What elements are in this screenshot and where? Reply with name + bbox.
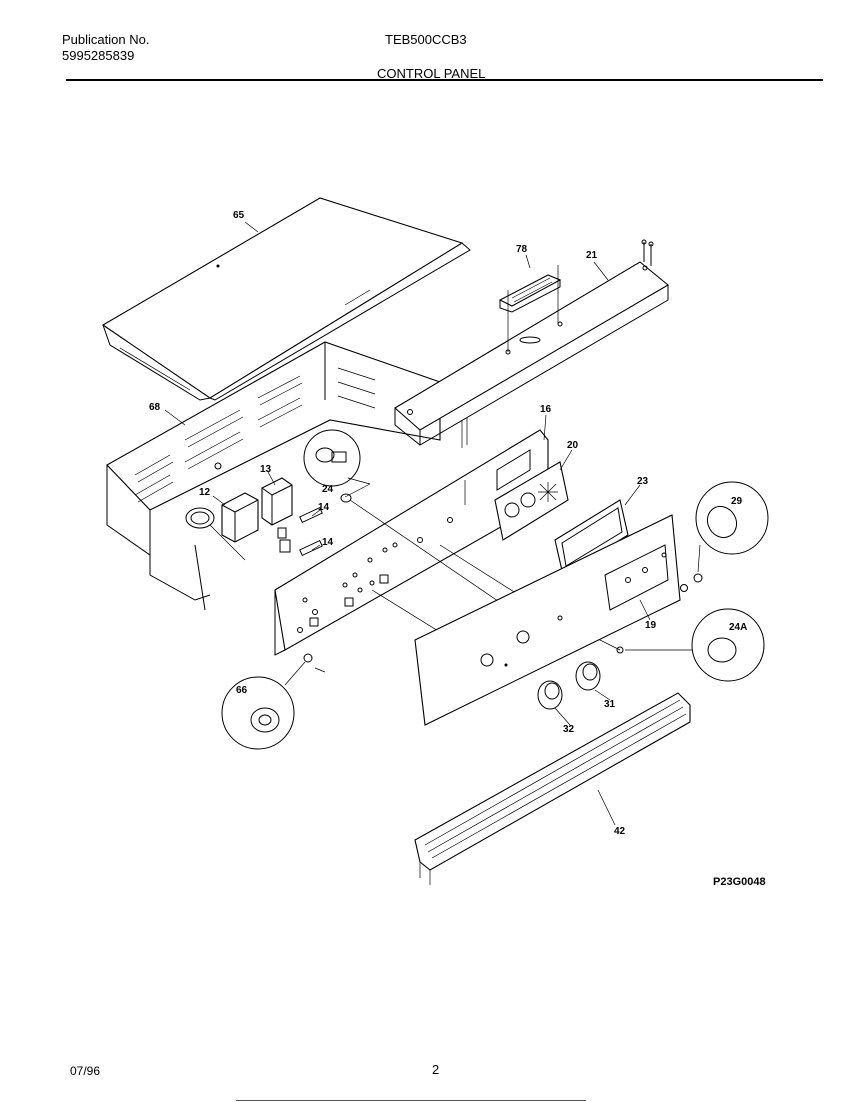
part-20-clock-timer <box>494 461 569 541</box>
publication-number: 5995285839 <box>62 48 135 63</box>
label-29: 29 <box>731 496 743 507</box>
label-16: 16 <box>540 404 552 415</box>
leader-lines <box>164 221 651 826</box>
label-42: 42 <box>614 826 626 837</box>
label-32: 32 <box>563 724 575 735</box>
part-24A-knob-callout <box>616 608 765 682</box>
footer-date: 07/96 <box>70 1064 101 1078</box>
part-13-switch <box>261 477 293 526</box>
page-number: 2 <box>432 1062 440 1077</box>
label-21: 21 <box>586 250 598 261</box>
part-32-knob <box>537 680 563 710</box>
part-65-top-cover <box>101 197 471 401</box>
part-19-front-panel <box>414 514 681 726</box>
part-68-housing <box>106 341 441 611</box>
part-78-handle <box>498 265 562 352</box>
part-labels: 65 78 21 68 16 20 13 24 12 14 14 23 29 1… <box>149 210 766 888</box>
part-screws-top <box>641 239 654 266</box>
model-number: TEB500CCB3 <box>385 32 467 47</box>
label-78: 78 <box>516 244 528 255</box>
label-13: 13 <box>260 464 272 475</box>
label-24A: 24A <box>729 622 747 633</box>
label-23: 23 <box>637 476 649 487</box>
part-14-terminals <box>277 506 323 557</box>
header-rule <box>66 79 823 81</box>
label-14-upper: 14 <box>318 502 330 513</box>
part-12-switch-coil <box>185 492 259 561</box>
label-14-lower: 14 <box>322 537 334 548</box>
label-68: 68 <box>149 402 161 413</box>
label-19: 19 <box>645 620 657 631</box>
label-31: 31 <box>604 699 616 710</box>
part-66-grommet-callout <box>221 653 326 750</box>
label-66: 66 <box>236 685 248 696</box>
part-42-lower-trim <box>414 692 691 885</box>
section-title: CONTROL PANEL <box>377 66 486 81</box>
bottom-edge-line <box>236 1100 586 1101</box>
publication-label: Publication No. <box>62 32 150 47</box>
part-24-knob-insert <box>303 429 371 503</box>
label-12: 12 <box>199 487 211 498</box>
figure-code: P23G0048 <box>713 876 766 888</box>
part-31-knob <box>575 661 601 691</box>
part-29-knob-callout <box>680 481 769 592</box>
part-23-window <box>554 499 629 576</box>
label-24: 24 <box>322 484 334 495</box>
label-20: 20 <box>567 440 579 451</box>
label-65: 65 <box>233 210 245 221</box>
